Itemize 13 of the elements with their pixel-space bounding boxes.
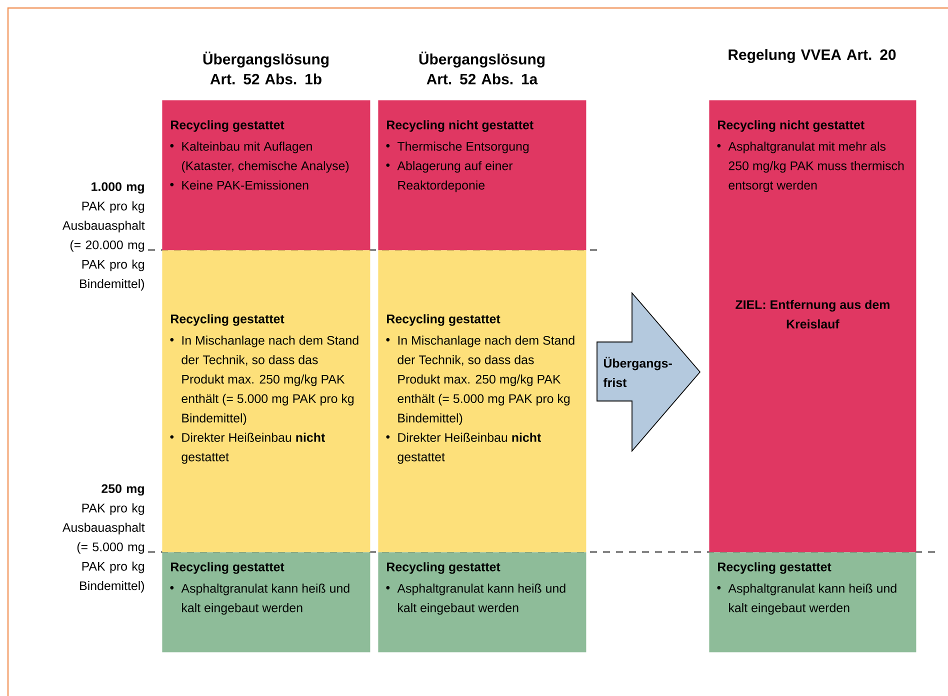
threshold-note: 1.000 mg PAK pro kg Ausbauasphalt (= 20.000 mg PAK pro kg Bindemittel) <box>62 182 145 291</box>
zone-box: Recycling gestattet Asphaltgranulat kann heiß und kalt eingebaut werden <box>709 552 916 652</box>
zone-box: Recycling gestattet In Mischanlage nach dem Stand der Technik, so dass das Produkt max. 250 mg/kg PAK enthält (= 5.000 mg PAK pro kg Bindemittel) Direkter Heißeinbau nicht gestattet <box>378 250 586 552</box>
zone-box: Recycling gestattet Kalteinbau mit Auflagen (Kataster, chemische Analyse) Keine PAK-Emissionen <box>162 100 370 250</box>
column-heading: Regelung VVEA Art. 20 <box>728 49 896 63</box>
zone-box: Recycling nicht gestattet Asphaltgranulat mit mehr als 250 mg/kg PAK muss thermisch entsorgt werden ZIEL: Entfernung aus dem Kreislauf <box>709 100 916 552</box>
zone-box: Recycling gestattet Asphaltgranulat kann heiß und kalt eingebaut werden <box>378 552 586 652</box>
column-heading: Übergangslösung Art. 52 Abs. 1b <box>203 52 329 84</box>
threshold-note: 250 mg PAK pro kg Ausbauasphalt (= 5.000 mg PAK pro kg Bindemittel) <box>62 484 145 593</box>
zone-box: Recycling gestattet Asphaltgranulat kann heiß und kalt eingebaut werden <box>162 552 370 652</box>
zone-box: Recycling nicht gestattet Thermische Entsorgung Ablagerung auf einer Reaktordeponie <box>378 100 586 250</box>
column-heading: Übergangslösung Art. 52 Abs. 1a <box>419 52 545 84</box>
zone-box: Recycling gestattet In Mischanlage nach dem Stand der Technik, so dass das Produkt max. 250 mg/kg PAK enthält (= 5.000 mg PAK pro kg Bindemittel) Direkter Heißeinbau nicht gestattet <box>162 250 370 552</box>
